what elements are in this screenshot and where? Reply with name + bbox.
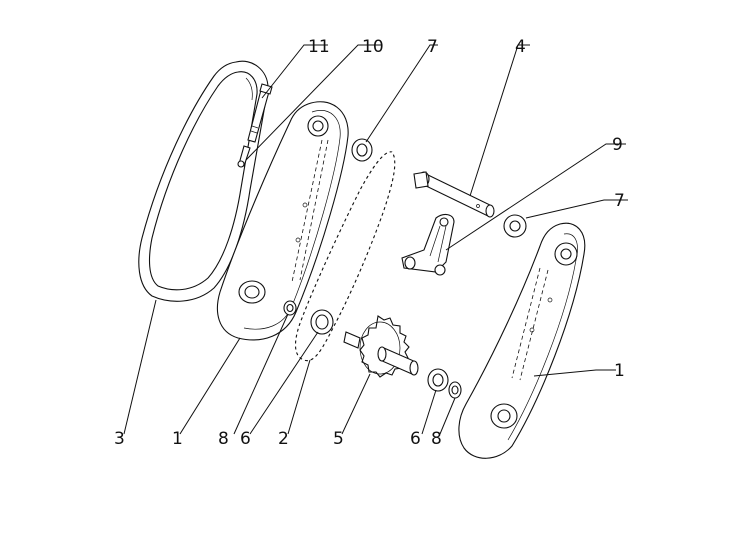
leader-lines [123,44,628,435]
label-6-right: 6 [410,429,421,449]
bearing-upper-part-7 [351,138,373,162]
belt-part-3 [138,60,269,302]
label-9: 9 [612,135,623,155]
chain-case-right-part-1 [458,222,586,459]
bolt-part-11 [247,83,273,143]
label-11: 11 [308,37,330,57]
label-2: 2 [278,429,289,449]
tensioner-bracket-part-9 [401,213,455,276]
label-4: 4 [515,37,526,57]
washer-right-part-8 [448,381,462,399]
sprocket-part-5 [343,315,419,378]
chain-case-cover-left-part-1 [216,101,349,341]
label-10: 10 [362,37,384,57]
bearing-right-part-7 [503,214,527,238]
drive-chain-part-2 [294,150,396,362]
bearing-right-part-6 [427,368,449,392]
label-7-upper: 7 [427,37,438,57]
shaft-part-4 [413,171,495,218]
bearing-left-part-6 [310,309,334,335]
label-5: 5 [333,429,344,449]
part-labels: 11 10 7 4 9 7 1 3 1 8 6 2 5 6 8 [114,37,625,449]
washer-left-part-8 [283,300,297,316]
label-1-right: 1 [614,361,625,381]
label-6-left: 6 [240,429,251,449]
label-7-right: 7 [614,191,625,211]
pin-part-10 [237,145,251,168]
label-1-left: 1 [172,429,183,449]
label-8-left: 8 [218,429,229,449]
label-8-right: 8 [431,429,442,449]
label-3: 3 [114,429,125,449]
